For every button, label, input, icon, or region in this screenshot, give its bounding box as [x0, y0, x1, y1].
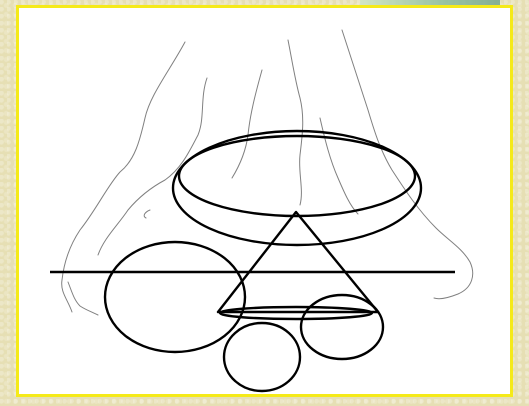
wisp-center-1: [288, 40, 303, 205]
left-large-circle: [105, 242, 245, 352]
wisp-left-curl: [144, 210, 150, 218]
wisp-center-2: [232, 70, 262, 178]
wisp-bottom-left: [68, 282, 98, 315]
right-small-circle: [301, 295, 383, 359]
main-shapes: [50, 131, 455, 391]
bottom-small-circle: [224, 323, 300, 391]
wisp-left-inner: [98, 78, 207, 255]
top-ellipse-inner: [179, 136, 415, 216]
wisp-right-1: [342, 30, 473, 299]
